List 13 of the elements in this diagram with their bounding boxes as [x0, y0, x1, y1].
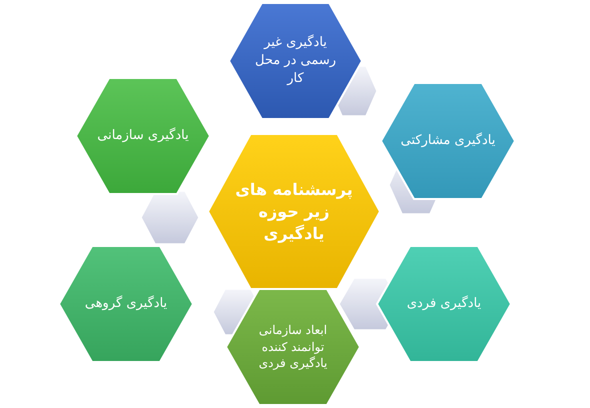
node-label: یادگیری غیر رسمی در محل کار: [254, 34, 338, 88]
hexagon-node: [225, 288, 361, 406]
hexagon-node: [376, 245, 512, 363]
node-label: یادگیری سازمانی: [97, 127, 189, 145]
node-label: یادگیری گروهی: [84, 295, 168, 313]
node-label: یادگیری فردی: [406, 295, 482, 313]
node-label: یادگیری مشارکتی: [400, 132, 496, 150]
node-label: پرسشنامه های زیر حوزه یادگیری: [234, 178, 354, 244]
node-label: ابعاد سازمانی توانمند کننده یادگیری فردی: [258, 322, 328, 372]
hexagon-node: [58, 245, 194, 363]
hexagon-node: [380, 82, 516, 200]
hexagon-node: [207, 133, 381, 290]
hexagon-node: [228, 2, 363, 120]
